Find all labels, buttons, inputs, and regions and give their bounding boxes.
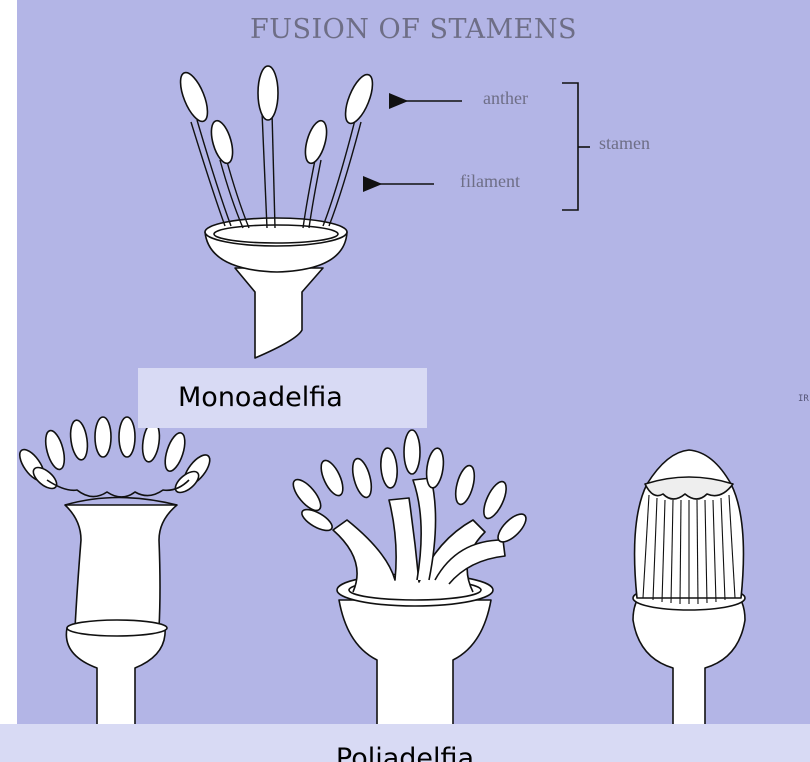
label-anther: anther: [483, 88, 528, 109]
polyadelphous-dome-drawing: [633, 450, 745, 724]
diagram-canvas: FUSION OF STAMENS: [17, 0, 810, 724]
stamen-illustrations: [17, 0, 810, 724]
caption-monoadelfia: Monoadelfia: [138, 368, 427, 428]
label-stamen: stamen: [599, 133, 650, 154]
polyadelphous-tube-drawing: [17, 417, 214, 724]
monoadelphous-stamen-drawing: [175, 66, 378, 358]
label-filament: filament: [460, 171, 520, 192]
polyadelphous-bundles-drawing: [289, 430, 531, 724]
caption-poliadelfia: Poliadelfia: [0, 724, 810, 762]
edge-mark: IR1: [798, 394, 810, 404]
